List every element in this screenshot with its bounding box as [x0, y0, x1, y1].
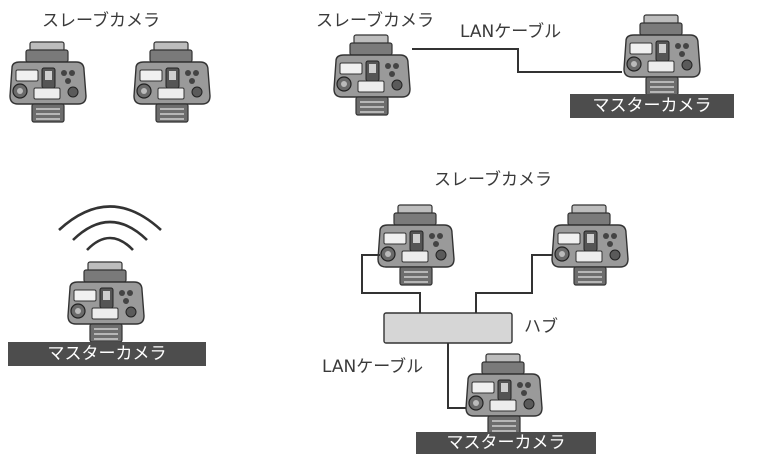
- slave-camera-icon: [9, 41, 87, 123]
- master-camera-badge: マスターカメラ: [570, 94, 734, 118]
- master-camera-icon: [623, 14, 701, 96]
- master-camera-badge: マスターカメラ: [416, 432, 596, 454]
- slave-camera-icon: [333, 34, 411, 116]
- lan-cable-line: [475, 254, 552, 313]
- slave-camera-icon: [551, 204, 629, 286]
- lan-cable-line: [412, 48, 622, 73]
- lan-cable-label: LANケーブル: [322, 357, 424, 377]
- master-camera-badge: マスターカメラ: [8, 342, 206, 366]
- hub-box: [383, 312, 513, 344]
- master-camera-icon: [67, 261, 145, 343]
- slave-camera-label: スレーブカメラ: [316, 11, 434, 31]
- slave-camera-icon: [133, 41, 211, 123]
- slave-camera-label: スレーブカメラ: [42, 11, 160, 31]
- lan-cable-label: LANケーブル: [460, 22, 562, 42]
- master-camera-icon: [465, 353, 543, 435]
- wifi-waves-icon: [58, 205, 162, 251]
- slave-camera-label: スレーブカメラ: [434, 170, 552, 190]
- lan-cable-line: [447, 343, 470, 409]
- hub-label: ハブ: [524, 317, 558, 337]
- lan-cable-line: [361, 254, 421, 313]
- slave-camera-icon: [377, 204, 455, 286]
